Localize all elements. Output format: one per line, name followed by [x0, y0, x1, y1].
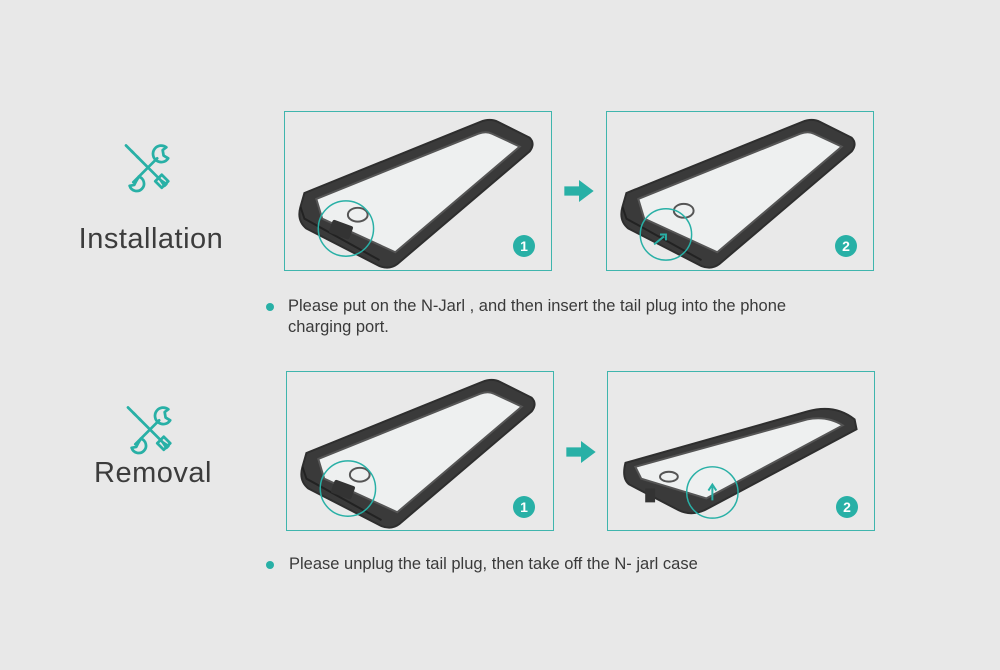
step-badge-1: 1 — [513, 496, 535, 518]
step-badge-2: 2 — [836, 496, 858, 518]
installation-step-1-panel: 1 — [284, 111, 552, 271]
arrow-right-icon — [566, 441, 596, 463]
installation-title: Installation — [78, 223, 224, 255]
bullet-dot — [266, 561, 274, 569]
arrow-right-icon — [564, 180, 594, 202]
removal-step-1-panel: 1 — [286, 371, 554, 531]
bullet-dot — [266, 303, 274, 311]
tools-icon — [118, 140, 178, 195]
tools-icon — [120, 402, 180, 457]
removal-title: Removal — [94, 457, 212, 489]
installation-instruction: Please put on the N-Jarl , and then inse… — [288, 297, 787, 336]
installation-step-2-panel: 2 — [606, 111, 874, 271]
step-badge-2: 2 — [835, 235, 857, 257]
step-badge-1: 1 — [513, 235, 535, 257]
removal-instruction: Please unplug the tail plug, then take o… — [289, 555, 698, 573]
removal-step-2-panel: 2 — [607, 371, 875, 531]
